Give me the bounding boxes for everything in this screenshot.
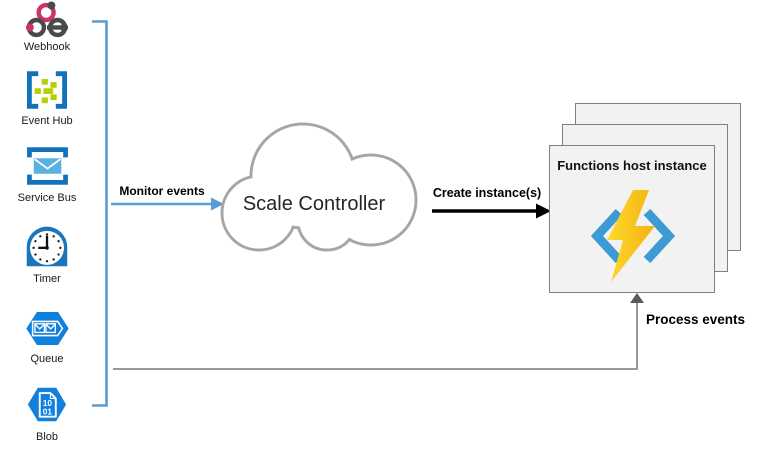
monitor-events-label: Monitor events xyxy=(119,184,205,198)
create-instances-label: Create instance(s) xyxy=(432,186,542,200)
blob-glyph-line2: 01 xyxy=(43,406,53,416)
source-label-blob: Blob xyxy=(35,431,59,443)
scale-controller-cloud xyxy=(220,122,418,252)
source-label-service-bus: Service Bus xyxy=(17,192,77,204)
source-item-timer: Timer xyxy=(0,223,94,286)
service-bus-icon xyxy=(26,147,68,185)
process-events-label: Process events xyxy=(646,312,746,327)
webhook-icon xyxy=(25,1,69,38)
monitor-events-arrow xyxy=(111,197,224,211)
event-hub-icon xyxy=(26,71,68,109)
source-label-queue: Queue xyxy=(30,353,64,365)
source-item-blob: 10 01 Blob xyxy=(0,383,94,444)
source-label-event-hub: Event Hub xyxy=(21,115,73,127)
source-group-bracket xyxy=(92,20,108,407)
source-label-timer: Timer xyxy=(33,273,61,285)
scale-controller-label: Scale Controller xyxy=(242,193,386,215)
source-item-webhook: Webhook xyxy=(0,1,94,54)
blob-glyph-line1: 10 xyxy=(43,398,53,408)
create-instances-arrow xyxy=(432,203,551,219)
host-instance-title: Functions host instance xyxy=(557,158,707,173)
source-item-event-hub: Event Hub xyxy=(0,70,94,128)
source-item-queue: Queue xyxy=(0,308,94,366)
host-instance-box-front: Functions host instance xyxy=(549,145,715,293)
azure-functions-icon xyxy=(590,190,676,282)
queue-icon xyxy=(25,312,69,345)
source-label-webhook: Webhook xyxy=(23,41,71,53)
blob-icon: 10 01 xyxy=(27,387,67,422)
process-events-line xyxy=(113,293,644,370)
source-item-service-bus: Service Bus xyxy=(0,146,94,205)
timer-icon xyxy=(26,226,68,267)
